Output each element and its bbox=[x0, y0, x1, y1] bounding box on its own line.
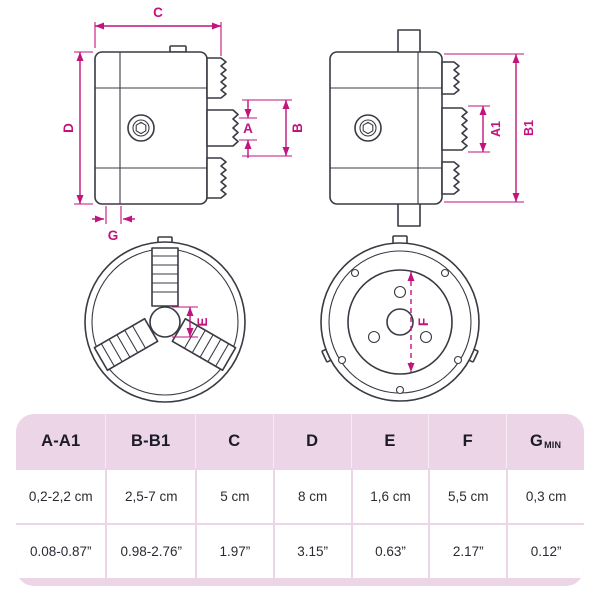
side-view-left bbox=[94, 45, 239, 205]
dim-b1: B1 bbox=[444, 53, 536, 203]
chuck-body bbox=[329, 51, 443, 205]
table-header-e: E bbox=[350, 414, 429, 468]
center-hole bbox=[386, 308, 414, 336]
dim-c: C bbox=[94, 5, 222, 56]
dim-label-d: D bbox=[61, 123, 76, 133]
front-view bbox=[84, 236, 246, 403]
table-header-a-a1: A-A1 bbox=[41, 431, 81, 450]
dim-b: B bbox=[242, 99, 305, 157]
center-bore bbox=[149, 306, 181, 338]
dim-label-b1: B1 bbox=[522, 120, 536, 136]
bolt-holes bbox=[367, 285, 433, 344]
table-cell-cm-d: 8 cm bbox=[272, 470, 351, 523]
dim-label-a1: A1 bbox=[489, 121, 503, 137]
table-cell-in-a: 0.08-0.87” bbox=[16, 525, 106, 578]
dim-label-f: F bbox=[416, 318, 431, 326]
dim-g: G bbox=[92, 206, 135, 243]
back-view bbox=[320, 235, 480, 402]
table-header-f: F bbox=[428, 414, 506, 468]
table-cell-cm-f: 5,5 cm bbox=[428, 470, 507, 523]
table-cell-in-g: 0.12” bbox=[506, 525, 584, 578]
table-header-d: D bbox=[272, 414, 351, 468]
jaws-serrated bbox=[206, 57, 239, 199]
table-cell-in-f: 2.17” bbox=[428, 525, 507, 578]
chuck-key-notch bbox=[169, 45, 187, 53]
side-view-right bbox=[329, 29, 468, 227]
dim-a: A bbox=[239, 100, 257, 158]
hex-socket bbox=[354, 114, 382, 142]
table-cell-in-c: 1.97” bbox=[194, 525, 273, 578]
table-cell-cm-c: 5 cm bbox=[194, 470, 273, 523]
hex-socket bbox=[127, 114, 155, 142]
g-min-subscript: MIN bbox=[544, 440, 562, 450]
jaws-serrated bbox=[441, 61, 468, 195]
table-cell-cm-a: 0,2-2,2 cm bbox=[16, 470, 106, 523]
dim-label-b: B bbox=[290, 123, 305, 133]
table-header-b-b1: B-B1 bbox=[105, 414, 194, 468]
technical-drawing: C D A B bbox=[61, 5, 536, 403]
dim-a1: A1 bbox=[468, 105, 503, 153]
dim-e: E bbox=[172, 306, 210, 338]
dim-label-a: A bbox=[243, 121, 253, 136]
mount-recess bbox=[347, 269, 453, 375]
dim-d: D bbox=[61, 51, 93, 205]
dim-label-e: E bbox=[195, 317, 210, 326]
table-cell-cm-e: 1,6 cm bbox=[350, 470, 429, 523]
table-cell-in-e: 0.63” bbox=[350, 525, 429, 578]
table-cell-cm-b: 2,5-7 cm bbox=[105, 470, 195, 523]
table-cell-in-b: 0.98-2.76” bbox=[105, 525, 195, 578]
dim-f: F bbox=[407, 272, 431, 372]
face-screws bbox=[337, 268, 463, 395]
dim-label-c: C bbox=[153, 5, 163, 20]
dim-label-g: G bbox=[108, 228, 119, 243]
table-header-c: C bbox=[194, 414, 273, 468]
table-cell-cm-g: 0,3 cm bbox=[506, 470, 584, 523]
table-cell-in-d: 3.15” bbox=[272, 525, 351, 578]
